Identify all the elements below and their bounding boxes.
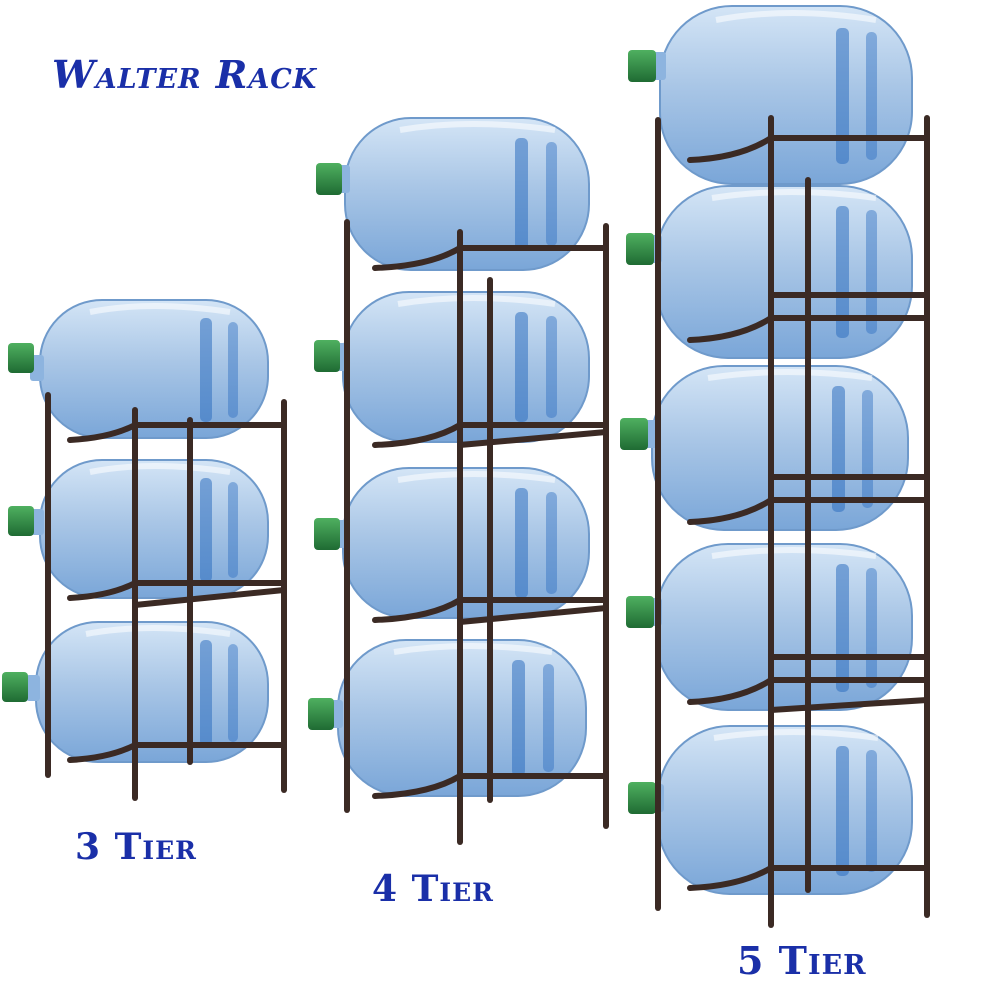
tier-label: 3 Tier	[75, 826, 197, 868]
water-bottle	[8, 299, 269, 439]
bottle-cap-icon	[314, 340, 340, 372]
tier-label: 5 Tier	[737, 938, 867, 983]
bottle-cap-icon	[8, 506, 34, 536]
bottle-cap-icon	[8, 343, 34, 373]
bottle-cap-icon	[626, 233, 654, 265]
bottle-cap-icon	[308, 698, 334, 730]
water-bottle	[314, 291, 590, 443]
bottle-cap-icon	[2, 672, 28, 702]
water-bottle	[2, 621, 269, 763]
bottle-cap-icon	[626, 596, 654, 628]
water-bottle	[620, 365, 909, 531]
rack-5-tier	[620, 5, 930, 928]
tier-label: 4 Tier	[372, 868, 494, 910]
bottle-cap-icon	[316, 163, 342, 195]
bottle-cap-icon	[314, 518, 340, 550]
bottle-cap-icon	[628, 50, 656, 82]
water-bottle	[8, 459, 269, 599]
brand-title: Walter Rack	[52, 52, 318, 97]
bottle-cap-icon	[628, 782, 656, 814]
water-bottle	[314, 467, 590, 619]
rack-3-tier	[2, 299, 287, 801]
rack-4-tier	[308, 117, 609, 845]
bottle-cap-icon	[620, 418, 648, 450]
water-bottle	[316, 117, 590, 271]
